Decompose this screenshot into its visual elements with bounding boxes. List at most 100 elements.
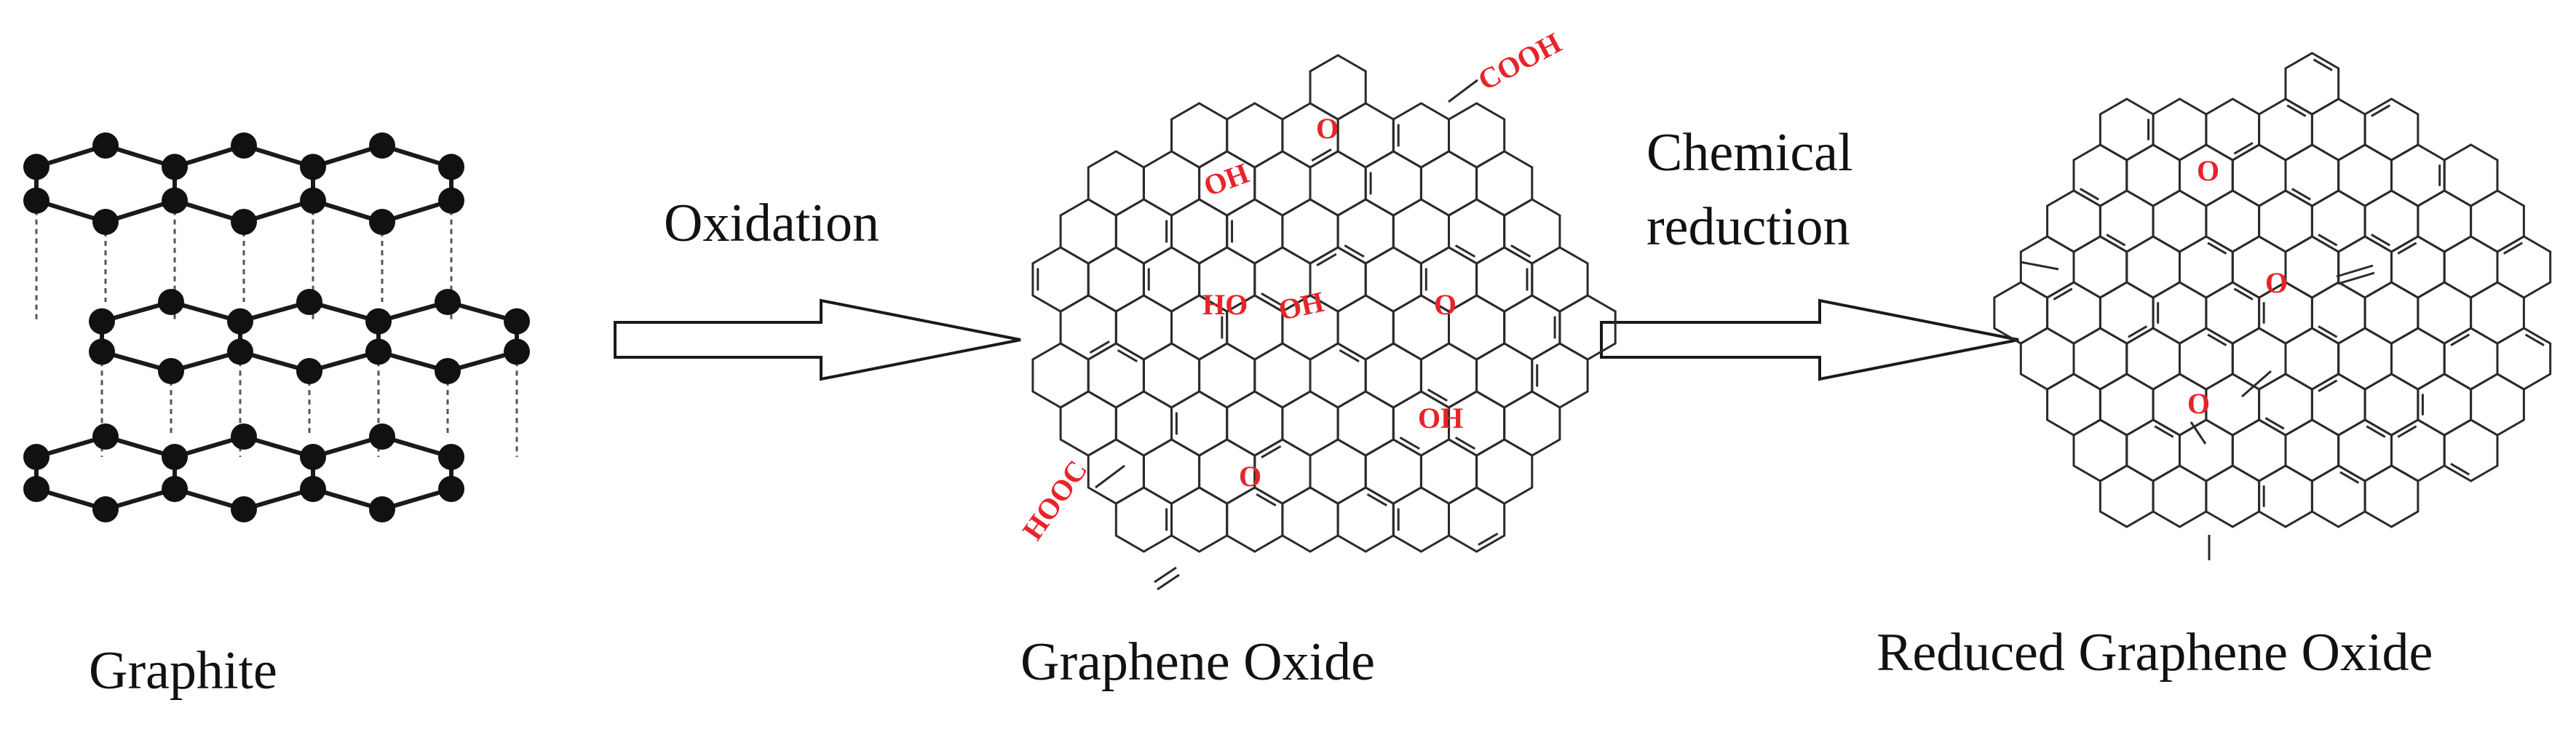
ring bbox=[2152, 281, 2208, 345]
ring bbox=[2284, 52, 2340, 116]
double-bond bbox=[2397, 242, 2417, 255]
ring bbox=[2417, 373, 2473, 437]
chemical-label: Chemical bbox=[1646, 123, 1853, 183]
graphite-atom bbox=[162, 187, 188, 214]
ring bbox=[1114, 294, 1173, 361]
ring bbox=[1114, 198, 1173, 265]
ring bbox=[1142, 150, 1201, 217]
double-bond bbox=[1454, 244, 1476, 258]
graphite-atom bbox=[162, 476, 188, 502]
ring bbox=[1059, 198, 1117, 265]
fg-hydroxyl-2: HO bbox=[1202, 288, 1248, 321]
ring bbox=[2258, 373, 2313, 437]
ring bbox=[1993, 281, 2049, 345]
ring bbox=[2470, 281, 2525, 345]
ring bbox=[1226, 390, 1284, 457]
double-bond bbox=[1454, 437, 1476, 450]
ring bbox=[1364, 150, 1422, 217]
ring bbox=[2258, 98, 2313, 162]
ring bbox=[1336, 198, 1395, 265]
graphite-atom bbox=[369, 423, 395, 450]
ring bbox=[1031, 342, 1090, 409]
double-bond bbox=[2207, 242, 2227, 255]
ring bbox=[2125, 235, 2181, 299]
ring bbox=[2046, 189, 2101, 253]
ring bbox=[1419, 342, 1478, 409]
double-bond bbox=[2371, 234, 2391, 247]
ring bbox=[2205, 373, 2261, 437]
double-bond bbox=[1089, 341, 1110, 354]
graphite-atom bbox=[365, 338, 392, 365]
fg-hydroxyl-3: OH bbox=[1276, 285, 1327, 327]
graphite-atom bbox=[369, 209, 395, 235]
graphite-atom bbox=[89, 308, 115, 335]
ring bbox=[2152, 189, 2208, 253]
double-bond bbox=[1344, 244, 1365, 258]
ring bbox=[1281, 486, 1339, 553]
ring bbox=[2310, 464, 2366, 528]
graphite-atom bbox=[162, 444, 188, 470]
ring bbox=[1336, 102, 1395, 169]
graphite-atom bbox=[300, 476, 326, 502]
ring bbox=[1503, 198, 1561, 265]
ring bbox=[1226, 486, 1284, 553]
ring bbox=[2258, 189, 2313, 253]
ring bbox=[2310, 281, 2366, 345]
ring bbox=[2125, 327, 2181, 391]
double-bond bbox=[1366, 493, 1387, 506]
ring bbox=[1087, 342, 1145, 409]
ring bbox=[2072, 143, 2128, 207]
ring bbox=[1031, 246, 1090, 313]
ring bbox=[2019, 327, 2075, 391]
double-bond bbox=[2318, 234, 2338, 247]
ring bbox=[2205, 98, 2261, 162]
graphite-atom bbox=[369, 132, 395, 159]
ring bbox=[2152, 464, 2208, 528]
graphite-structure bbox=[23, 132, 530, 522]
double-bond bbox=[2313, 58, 2333, 71]
ring bbox=[1142, 246, 1201, 313]
graphite-atom bbox=[158, 289, 184, 315]
ring bbox=[2337, 418, 2393, 482]
graphite-atom bbox=[231, 132, 257, 159]
ring bbox=[2310, 189, 2366, 253]
double-bond bbox=[2128, 325, 2148, 338]
ring bbox=[1364, 246, 1422, 313]
ring bbox=[1336, 390, 1395, 457]
reduced-graphene-oxide-label: Reduced Graphene Oxide bbox=[1876, 623, 2433, 683]
double-bond bbox=[1256, 493, 1277, 506]
ring bbox=[2284, 235, 2340, 299]
ring bbox=[1475, 150, 1534, 217]
reduction-arrow bbox=[1600, 298, 2019, 381]
graphite-atom bbox=[227, 308, 253, 335]
ring bbox=[1170, 390, 1229, 457]
ring bbox=[1336, 294, 1395, 361]
graphite-atom bbox=[438, 476, 464, 502]
ring bbox=[1198, 342, 1256, 409]
graphite-atom bbox=[92, 423, 119, 450]
double-bond bbox=[1261, 293, 1282, 306]
double-bond bbox=[2371, 104, 2391, 117]
ring bbox=[2072, 235, 2128, 299]
ring bbox=[1142, 438, 1201, 505]
graphite-atom bbox=[89, 338, 115, 365]
ring bbox=[2099, 464, 2155, 528]
graphite-atom bbox=[296, 358, 322, 384]
ring bbox=[1419, 150, 1478, 217]
ring bbox=[1475, 246, 1534, 313]
double-bond bbox=[2397, 425, 2417, 438]
fg-epoxy-3: O bbox=[1239, 460, 1261, 493]
double-bond bbox=[1399, 437, 1420, 450]
ring bbox=[2310, 373, 2366, 437]
graphite-atom bbox=[158, 358, 184, 384]
graphite-atom bbox=[23, 187, 49, 214]
ring bbox=[2152, 98, 2208, 162]
ring bbox=[1170, 102, 1229, 169]
ring bbox=[2363, 281, 2420, 345]
ring bbox=[1475, 342, 1534, 409]
ring bbox=[1392, 102, 1450, 169]
ring bbox=[1170, 198, 1229, 265]
ring bbox=[1059, 294, 1117, 361]
double-bond bbox=[2207, 333, 2227, 346]
